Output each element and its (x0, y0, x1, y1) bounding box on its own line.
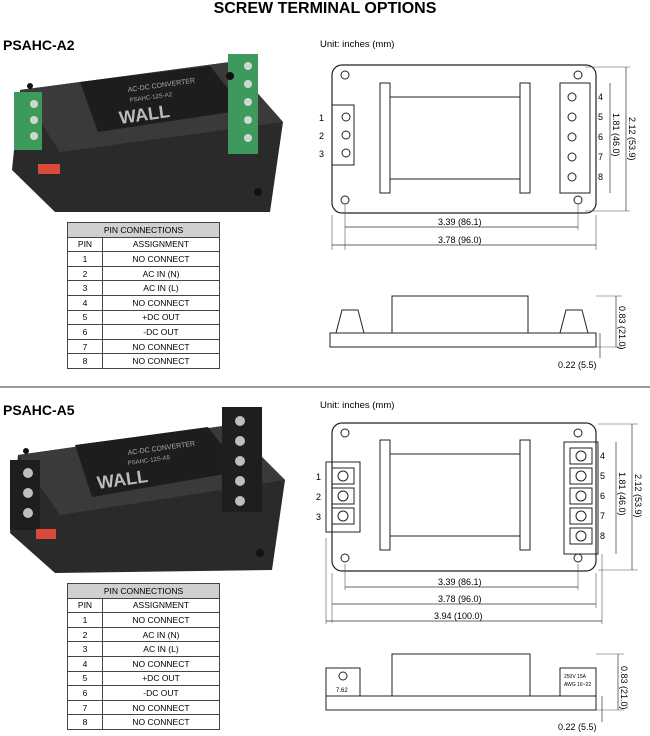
switch-a2 (38, 164, 60, 174)
table-row: 6-DC OUT (67, 685, 220, 701)
label-text-a2-line2: PSAHC-12S-A2 (129, 92, 173, 104)
rating-line1: 250V 15A (564, 674, 587, 680)
pin-table-caption-a2: PIN CONNECTIONS (67, 222, 220, 238)
converter-label-plate-a5 (75, 427, 242, 497)
model-title-a5: PSAHC-A5 (3, 402, 75, 418)
base-outline (331, 64, 597, 214)
dim-base: 0.22 (5.5) (558, 722, 597, 732)
left-terminal-outline (325, 461, 361, 533)
model-title-a2: PSAHC-A2 (3, 37, 75, 53)
page-title: SCREW TERMINAL OPTIONS (213, 0, 437, 17)
left-terminal-outline (331, 104, 355, 166)
right-terminal-block-a2 (228, 54, 258, 154)
rating-line2: AWG 16~22 (564, 682, 591, 688)
dim-length: 3.78 (96.0) (438, 594, 482, 604)
pin-header: PIN (67, 236, 103, 253)
top-view-drawing-a5: 1 2 3 4 5 6 7 8 2.12 (53.9) 1.81 (46.0) … (316, 422, 643, 624)
pin-label: 4 (600, 451, 605, 461)
dim-height: 0.83 (21.0) (617, 306, 627, 350)
dim-width: 2.12 (53.9) (627, 117, 637, 161)
pin-label: 2 (316, 492, 321, 502)
pin-label: 7 (598, 152, 603, 162)
dim-base: 0.22 (5.5) (558, 360, 597, 370)
table-row: 6-DC OUT (67, 324, 220, 340)
left-terminal-side (325, 667, 361, 697)
pin-label: 2 (319, 131, 324, 141)
right-terminal-outline (563, 441, 599, 555)
pin-label: 7 (600, 511, 605, 521)
pin-label: 5 (600, 471, 605, 481)
section-divider (0, 386, 650, 388)
right-terminal-side (559, 667, 597, 697)
table-row: 5+DC OUT (67, 309, 220, 326)
pin-label: 3 (319, 149, 324, 159)
pin-label: 8 (600, 531, 605, 541)
pitch-label: 7.62 (336, 688, 348, 694)
pin-table-caption-a5: PIN CONNECTIONS (67, 583, 220, 599)
ul-mark-icon (338, 671, 348, 681)
pin-label: 1 (319, 113, 324, 123)
converter-label-plate-a2 (80, 66, 245, 132)
pin-label: 4 (598, 92, 603, 102)
label-text-a5-line2: PSAHC-12S-A5 (127, 455, 171, 467)
dim-terminal-span: 1.81 (46.0) (611, 113, 621, 157)
top-view-drawing-a2: 1 2 3 4 5 6 7 8 2.12 (53.9) 1.81 (46.0) … (319, 64, 637, 250)
dim-hole-spacing: 3.39 (86.1) (438, 577, 482, 587)
right-terminal-outline (559, 82, 591, 194)
table-row: 5+DC OUT (67, 670, 220, 687)
pin-label: 6 (600, 491, 605, 501)
dim-hole-spacing: 3.39 (86.1) (438, 217, 482, 227)
dim-height: 0.83 (21.0) (619, 666, 629, 710)
side-base (329, 332, 597, 348)
dim-width: 2.12 (53.9) (633, 474, 643, 518)
dim-length: 3.78 (96.0) (438, 235, 482, 245)
pin-label: 1 (316, 472, 321, 482)
unit-note-a5: Unit: inches (mm) (320, 400, 395, 411)
dim-terminal-span: 1.81 (46.0) (617, 472, 627, 516)
side-view-drawing-a5: 7.62 250V 15A AWG 16~22 0.83 (21.0) 0.22… (325, 653, 629, 732)
pin-label: 3 (316, 512, 321, 522)
unit-note-a2: Unit: inches (mm) (320, 39, 395, 50)
pin-label: 5 (598, 112, 603, 122)
base-outline (331, 422, 597, 572)
product-photo-a2: AC-DC CONVERTER PSAHC-12S-A2 WALL (12, 54, 283, 212)
product-photo-a5: AC-DC CONVERTER PSAHC-12S-A5 WALL (10, 407, 285, 573)
switch-a5 (36, 529, 56, 539)
side-base (325, 695, 597, 711)
side-view-drawing-a2: 0.83 (21.0) 0.22 (5.5) (329, 295, 627, 370)
assignment-header: ASSIGNMENT (102, 236, 220, 253)
pin-label: 6 (598, 132, 603, 142)
pin-label: 8 (598, 172, 603, 182)
pin-header: PIN (67, 597, 103, 614)
assignment-header: ASSIGNMENT (102, 597, 220, 614)
dim-overall: 3.94 (100.0) (434, 611, 483, 621)
